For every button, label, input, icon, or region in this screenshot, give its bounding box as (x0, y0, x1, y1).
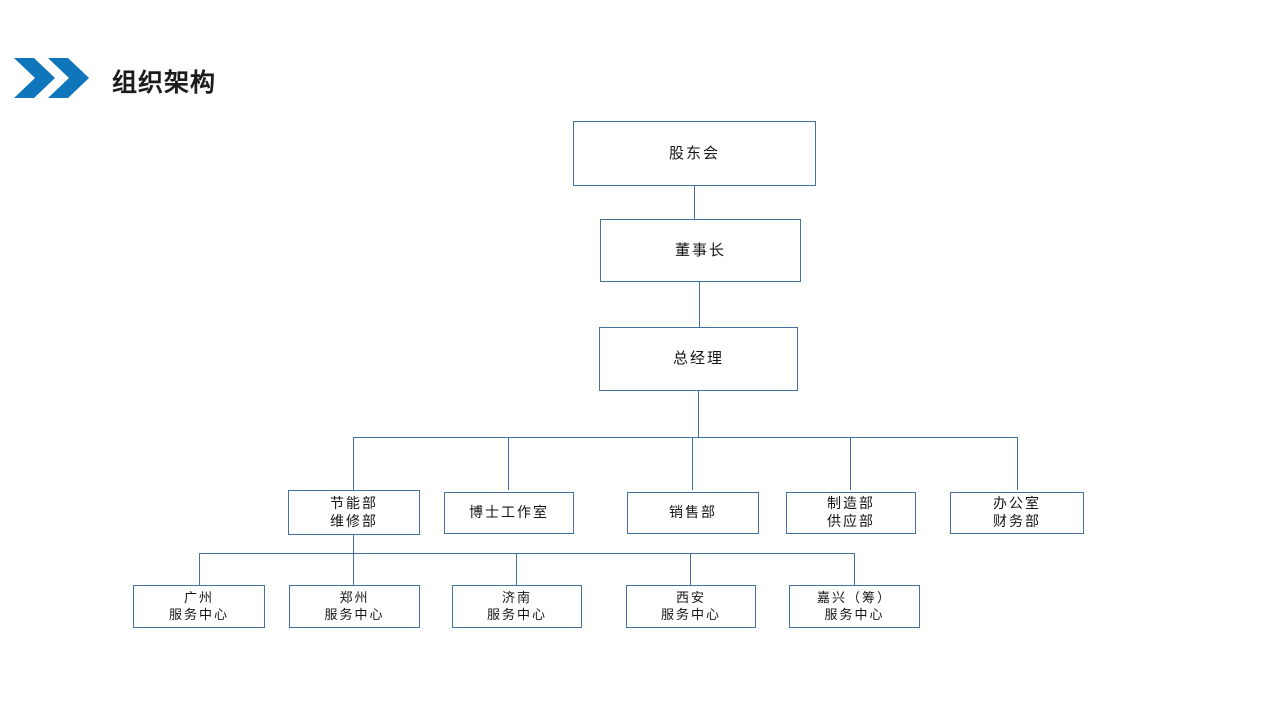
node-zhengzhou-service-center[interactable]: 郑州 服务中心 (289, 585, 420, 628)
connector-energy-stem (353, 535, 354, 554)
connector-drop-xian (690, 553, 691, 585)
chevron-first (14, 58, 55, 98)
node-zhengzhou-line-2: 服务中心 (324, 606, 385, 622)
node-doctoral-studio-line-1: 博士工作室 (469, 504, 549, 521)
node-sales-line-1: 销售部 (669, 504, 717, 521)
node-shareholders[interactable]: 股东会 (573, 121, 816, 186)
connector-drop-zhengzhou (353, 553, 354, 585)
double-chevron-right-icon (12, 57, 96, 99)
chevron-second (48, 58, 89, 98)
node-xian-service-center[interactable]: 西安 服务中心 (626, 585, 756, 628)
node-jiaxing-line-1: 嘉兴（筹） (816, 589, 892, 605)
node-shareholders-line-1: 股东会 (668, 144, 720, 162)
node-jinan-line-2: 服务中心 (486, 606, 547, 622)
node-jiaxing-line-2: 服务中心 (824, 606, 885, 622)
node-jinan-service-center[interactable]: 济南 服务中心 (452, 585, 582, 628)
node-zhengzhou-line-1: 郑州 (339, 589, 370, 605)
node-energy-maintenance-line-2: 维修部 (330, 512, 378, 529)
node-jinan-line-1: 济南 (501, 589, 532, 605)
node-chairman-line-1: 董事长 (674, 241, 726, 259)
node-jiaxing-service-center[interactable]: 嘉兴（筹） 服务中心 (789, 585, 920, 628)
connector-drop-energy-maintenance (353, 437, 354, 490)
connector-drop-office-finance (1017, 437, 1018, 490)
connector-drop-doctoral-studio (508, 437, 509, 490)
connector-drop-jiaxing (854, 553, 855, 585)
node-xian-line-1: 西安 (675, 589, 706, 605)
node-energy-maintenance[interactable]: 节能部 维修部 (288, 490, 420, 535)
node-chairman[interactable]: 董事长 (600, 219, 801, 282)
connector-shareholders-to-chairman (694, 186, 695, 219)
node-sales[interactable]: 销售部 (627, 492, 759, 534)
connector-drop-manufacture-supply (850, 437, 851, 490)
node-general-manager-line-1: 总经理 (672, 350, 724, 368)
connector-chairman-to-general-manager (699, 282, 700, 327)
page-header: 组织架构 (0, 0, 1280, 130)
node-xian-line-2: 服务中心 (660, 606, 721, 622)
node-doctoral-studio[interactable]: 博士工作室 (444, 492, 574, 534)
node-manufacture-supply-line-1: 制造部 (827, 495, 875, 512)
node-manufacture-supply-line-2: 供应部 (827, 513, 875, 529)
connector-service-center-bus (199, 553, 854, 554)
node-guangzhou-line-2: 服务中心 (168, 606, 229, 622)
node-guangzhou-line-1: 广州 (183, 589, 214, 605)
connector-department-bus (353, 437, 1018, 438)
connector-gm-stem (698, 391, 699, 438)
node-office-finance-line-1: 办公室 (993, 495, 1041, 512)
connector-drop-sales (692, 437, 693, 490)
node-office-finance[interactable]: 办公室 财务部 (950, 492, 1084, 534)
node-manufacture-supply[interactable]: 制造部 供应部 (786, 492, 916, 534)
node-general-manager[interactable]: 总经理 (599, 327, 798, 391)
connector-drop-jinan (516, 553, 517, 585)
connector-drop-guangzhou (199, 553, 200, 585)
page-title: 组织架构 (112, 69, 217, 97)
node-guangzhou-service-center[interactable]: 广州 服务中心 (133, 585, 265, 628)
chevron-svg (14, 58, 89, 98)
node-energy-maintenance-line-1: 节能部 (330, 494, 378, 511)
node-office-finance-line-2: 财务部 (993, 513, 1041, 529)
